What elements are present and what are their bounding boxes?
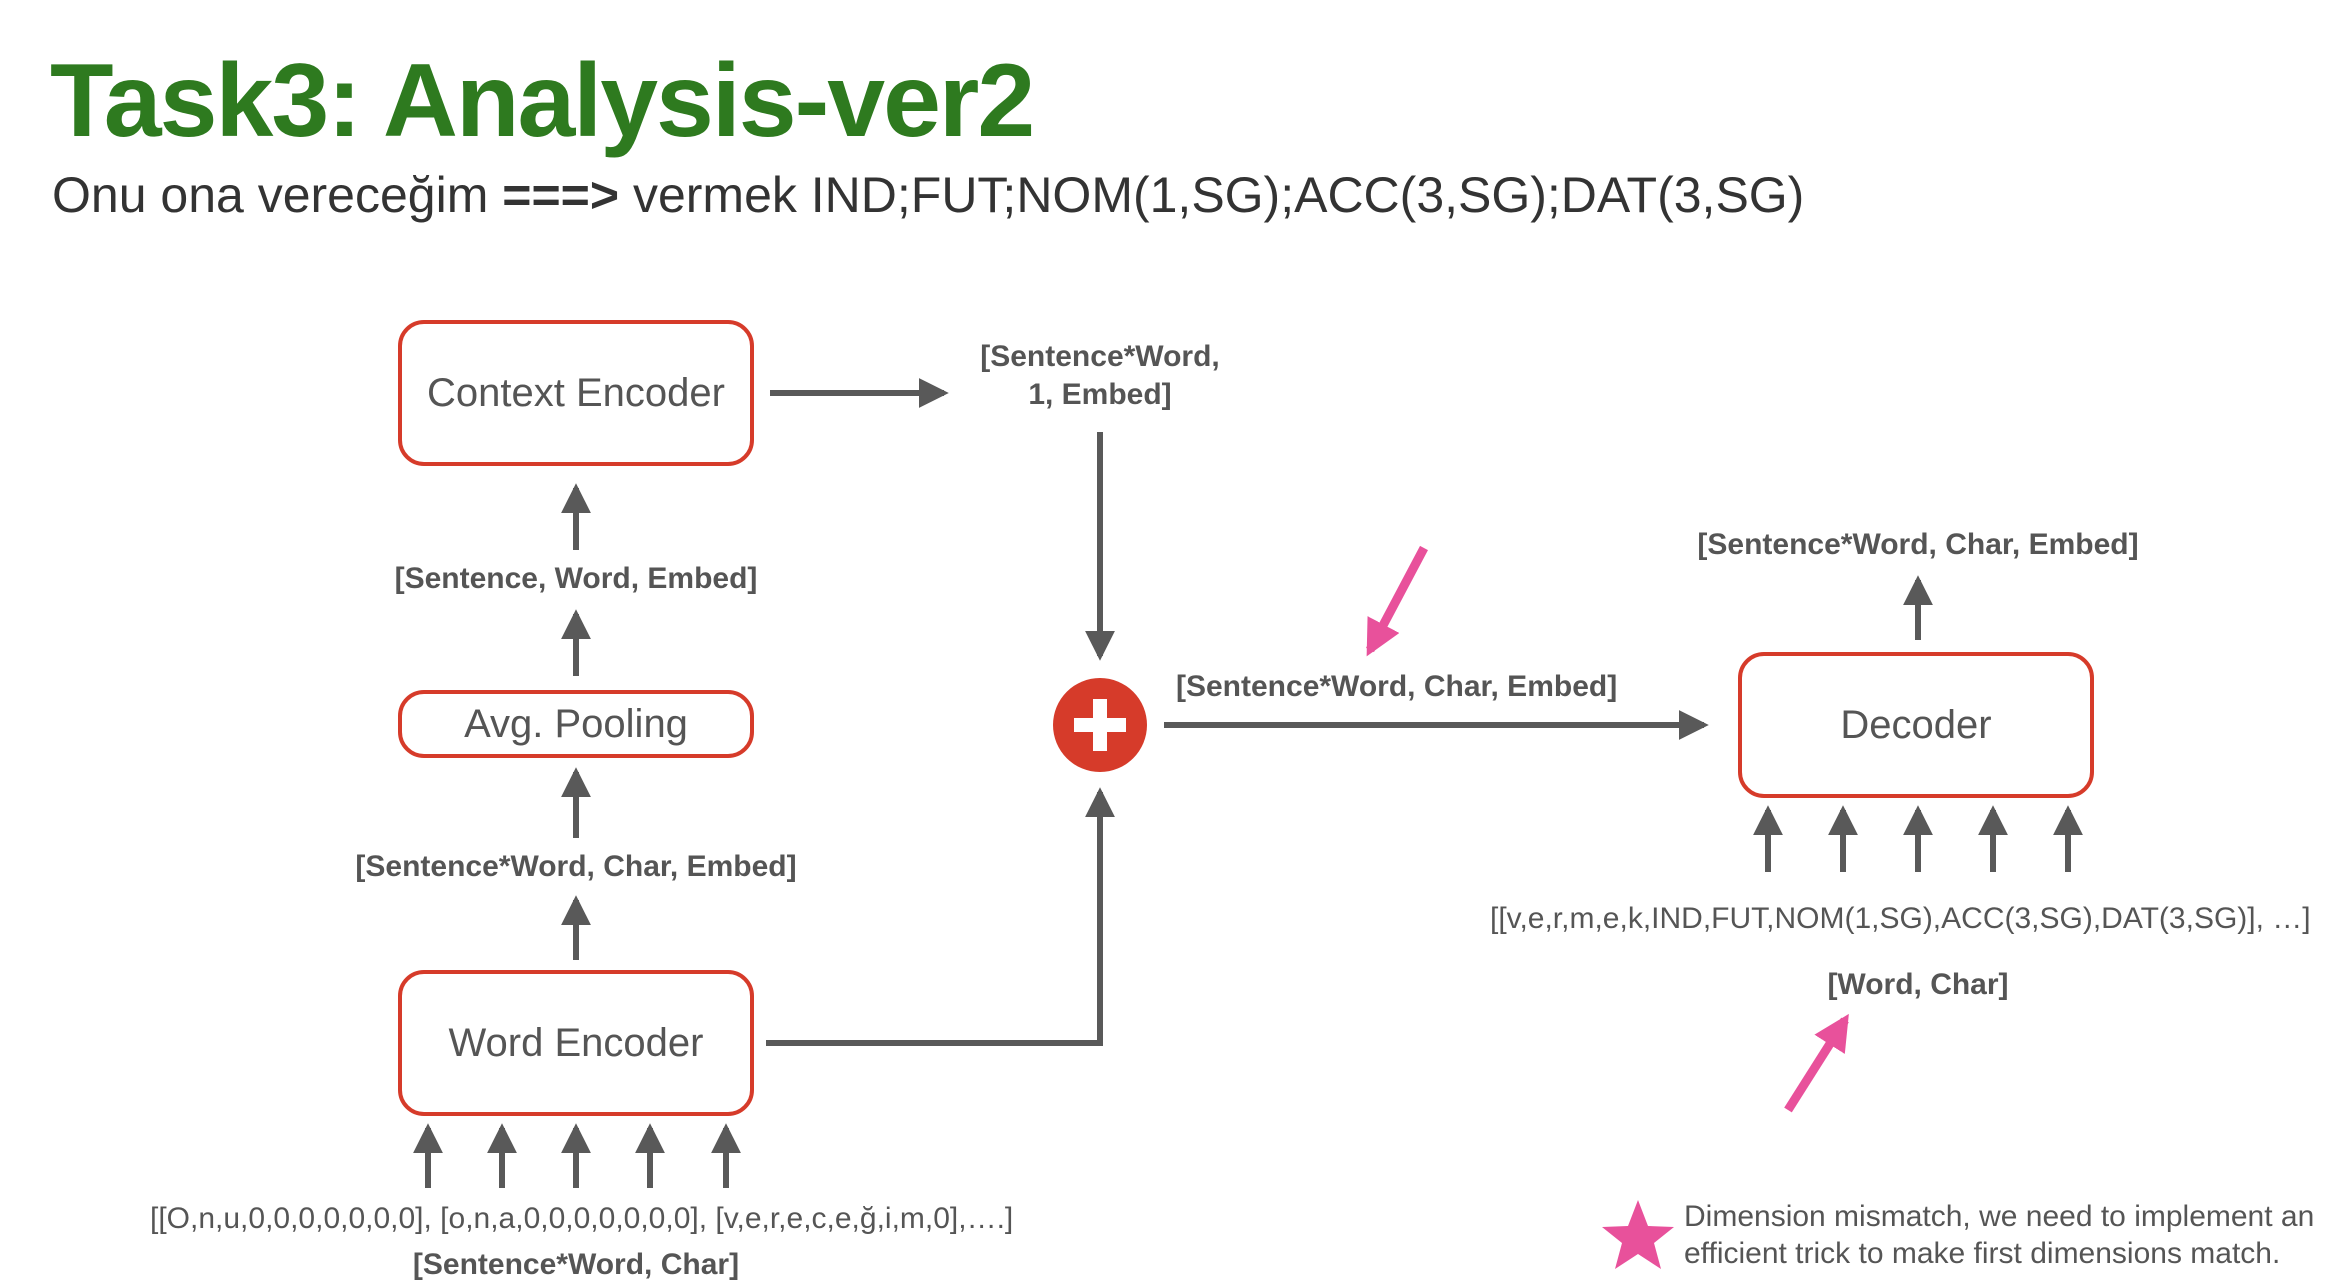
decoder-input-sequence: [[v,e,r,m,e,k,IND,FUT,NOM(1,SG),ACC(3,SG… <box>1490 902 2311 935</box>
word-encoder-to-plus-connector <box>766 787 1115 1046</box>
pooling-out-label: [Sentence, Word, Embed] <box>394 562 758 595</box>
avg-pooling-label: Avg. Pooling <box>464 701 688 746</box>
word-encoder-out-label: [Sentence*Word, Char, Embed] <box>355 850 797 883</box>
mismatch-note: Dimension mismatch, we need to implement… <box>1684 1198 2314 1272</box>
subtitle: Onu ona vereceğim ===> vermek IND;FUT;NO… <box>52 166 1804 224</box>
mismatch-pointer-arrow <box>1366 545 1428 657</box>
star-icon <box>1602 1200 1674 1269</box>
context-encoder-box: Context Encoder <box>398 320 754 466</box>
context-out-label-line2: 1, Embed] <box>1028 378 1172 411</box>
subtitle-arrow: ===> <box>502 167 620 223</box>
context-out-label: [Sentence*Word, 1, Embed] <box>900 338 1300 414</box>
word-encoder-box: Word Encoder <box>398 970 754 1116</box>
word-encoder-input-sequence: [[O,n,u,0,0,0,0,0,0,0], [o,n,a,0,0,0,0,0… <box>150 1202 1014 1235</box>
decoder-input-shape: [Word, Char] <box>1827 968 2009 1001</box>
context-encoder-label: Context Encoder <box>427 370 725 415</box>
word-encoder-label: Word Encoder <box>448 1020 704 1065</box>
subtitle-source: Onu ona vereceğim <box>52 167 489 223</box>
mismatch-note-line1: Dimension mismatch, we need to implement… <box>1684 1200 2315 1233</box>
decoder-box: Decoder <box>1738 652 2094 798</box>
word-encoder-input-shape: [Sentence*Word, Char] <box>412 1248 740 1281</box>
context-out-label-line1: [Sentence*Word, <box>980 340 1220 373</box>
combined-label: [Sentence*Word, Char, Embed] <box>1176 670 1618 703</box>
subtitle-target: vermek IND;FUT;NOM(1,SG);ACC(3,SG);DAT(3… <box>632 167 1805 223</box>
page-title: Task3: Analysis-ver2 <box>50 43 1035 159</box>
mismatch-pointer-arrow <box>1784 1013 1849 1113</box>
avg-pooling-box: Avg. Pooling <box>398 690 754 758</box>
plus-circle-icon <box>1053 678 1147 772</box>
mismatch-note-line2: efficient trick to make first dimensions… <box>1684 1237 2281 1270</box>
decoder-label: Decoder <box>1840 702 1992 747</box>
decoder-out-label: [Sentence*Word, Char, Embed] <box>1697 528 2139 561</box>
